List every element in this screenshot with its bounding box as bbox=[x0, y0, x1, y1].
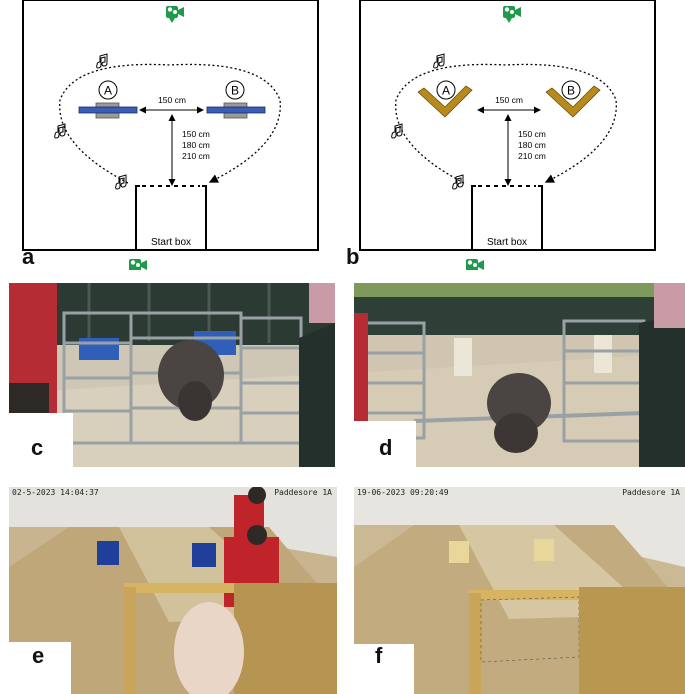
panel-label-e: e bbox=[32, 643, 45, 668]
panel-label-b: b bbox=[346, 244, 360, 269]
photo-e: 02-5-2023 14:04:37 Paddesore 1A bbox=[9, 487, 337, 694]
camera-icon bbox=[503, 6, 521, 23]
music-note-icon bbox=[433, 53, 445, 69]
route-dotted-line bbox=[395, 63, 617, 184]
chevron-a bbox=[417, 85, 473, 118]
board-b bbox=[192, 543, 216, 567]
camera-icon bbox=[129, 259, 147, 270]
block-a bbox=[449, 541, 469, 563]
timestamp: 02-5-2023 14:04:37 bbox=[12, 488, 99, 497]
distance-start-1: 150 cm bbox=[182, 129, 210, 139]
timestamp: 19-06-2023 09:20:49 bbox=[357, 488, 449, 497]
distance-ab: 150 cm bbox=[158, 95, 186, 105]
target-a-label: A bbox=[442, 84, 450, 98]
board-a bbox=[97, 541, 119, 565]
board-b bbox=[206, 106, 266, 114]
panel-label-a: a bbox=[22, 244, 35, 269]
camera-name: Paddesore 1A bbox=[622, 488, 680, 497]
start-box-label: Start box bbox=[487, 237, 527, 248]
music-note-icon bbox=[96, 53, 108, 69]
distance-start-2: 180 cm bbox=[182, 140, 210, 150]
camera-icon bbox=[466, 259, 484, 270]
distance-start-1: 150 cm bbox=[518, 129, 546, 139]
camera-icon bbox=[166, 6, 184, 23]
panel-a-diagram: A B 150 cm 150 cm 180 cm 210 cm Start bo… bbox=[22, 0, 319, 270]
photo-f: 19-06-2023 09:20:49 Paddesore 1A bbox=[354, 487, 685, 694]
start-box bbox=[135, 185, 207, 251]
start-box bbox=[471, 185, 543, 251]
panel-label-f: f bbox=[375, 643, 383, 668]
target-b-label: B bbox=[567, 84, 575, 98]
block-b bbox=[534, 539, 554, 561]
distance-start-3: 210 cm bbox=[518, 151, 546, 161]
route-dotted-line bbox=[59, 63, 281, 184]
photo-c bbox=[9, 283, 335, 467]
start-box-label: Start box bbox=[151, 237, 191, 248]
camera-name: Paddesore 1A bbox=[274, 488, 332, 497]
distance-start-3: 210 cm bbox=[182, 151, 210, 161]
music-note-icon bbox=[452, 174, 464, 190]
photo-d bbox=[354, 283, 685, 467]
target-b-label: B bbox=[231, 84, 239, 98]
panel-label-c: c bbox=[31, 435, 44, 460]
chevron-b bbox=[545, 85, 601, 118]
panel-b-diagram: A B 150 cm 150 cm 180 cm 210 cm Start bo… bbox=[359, 0, 656, 270]
distance-ab: 150 cm bbox=[495, 95, 523, 105]
board-a bbox=[78, 106, 138, 114]
diagrams: A B 150 cm 150 cm 180 cm 210 cm Start bo… bbox=[22, 0, 656, 270]
target-a-label: A bbox=[104, 84, 112, 98]
panel-label-d: d bbox=[379, 435, 393, 460]
distance-start-2: 180 cm bbox=[518, 140, 546, 150]
music-note-icon bbox=[115, 174, 127, 190]
